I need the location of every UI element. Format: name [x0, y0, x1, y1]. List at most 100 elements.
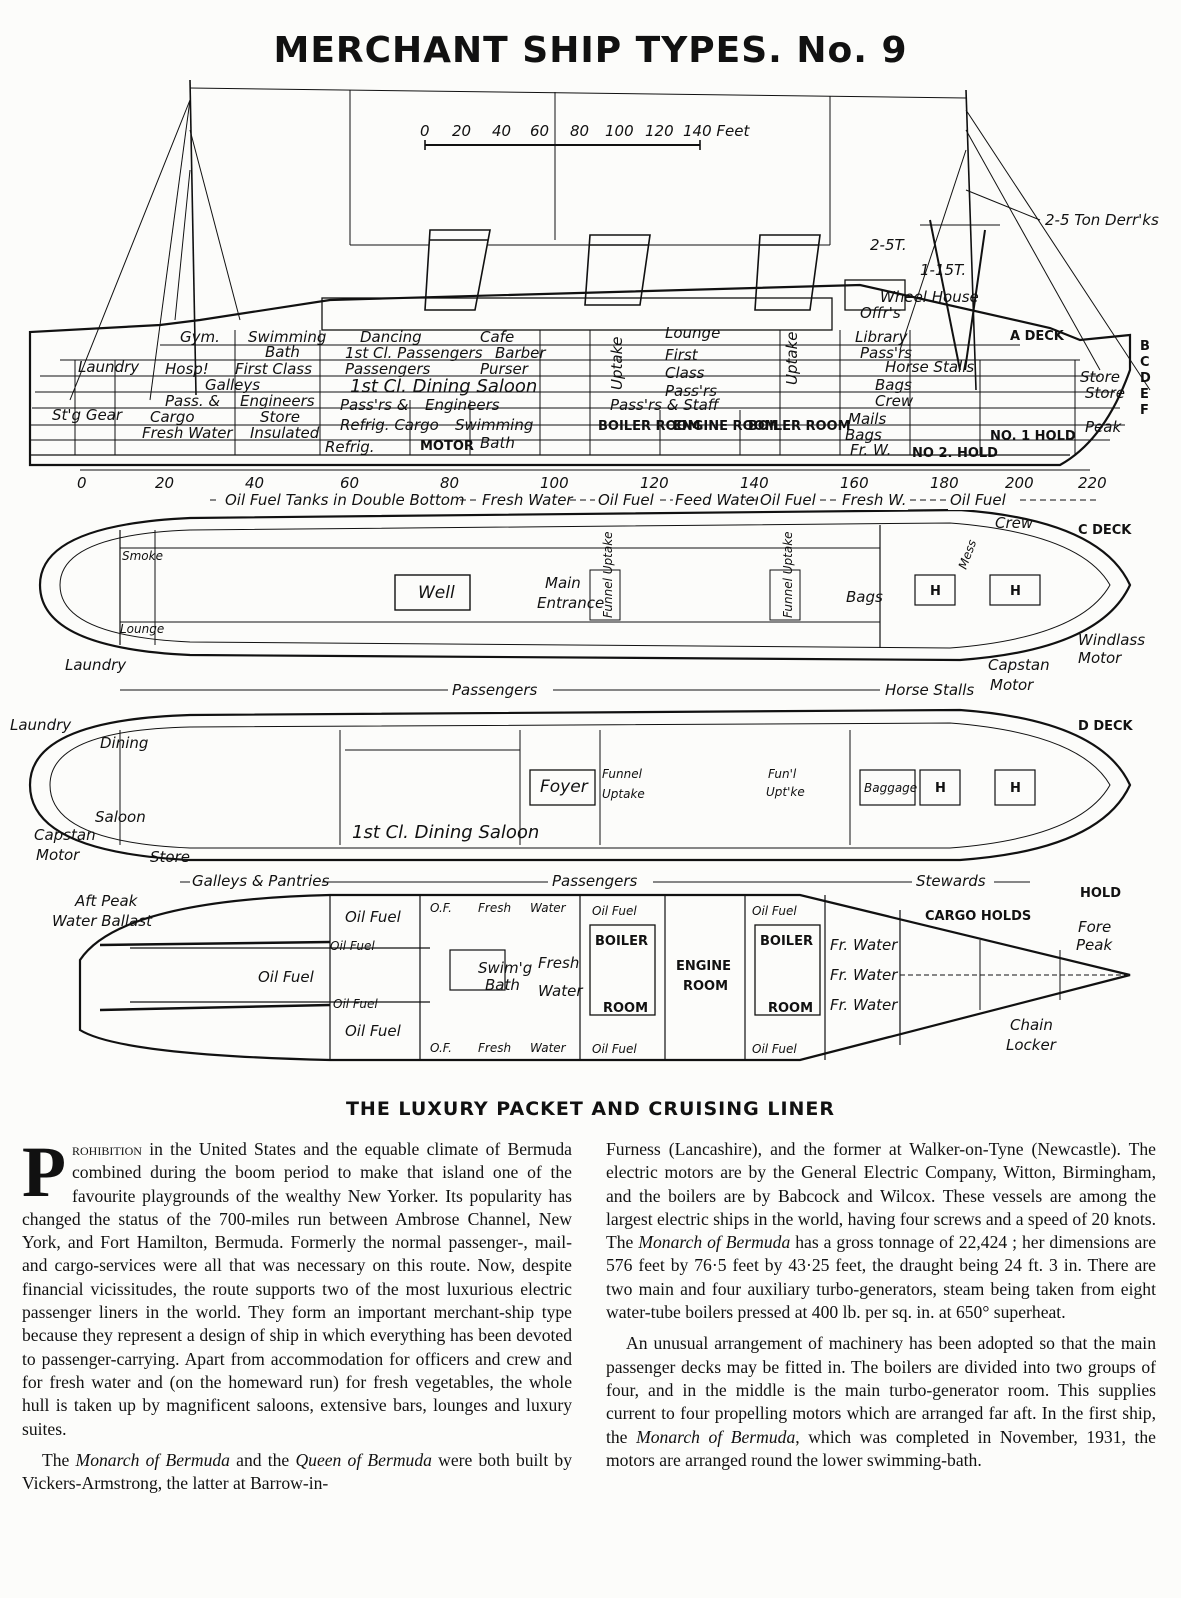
- tank-oil-fuel-2: Oil Fuel: [760, 491, 817, 509]
- c-label-h2: H: [1010, 584, 1021, 599]
- label-no2-hold: NO 2. HOLD: [912, 446, 998, 461]
- tank-oil-fuel-3: Oil Fuel: [950, 491, 1007, 509]
- frame-number: 160: [840, 474, 869, 492]
- fore-mast: [965, 89, 977, 391]
- hold-label-fresh-2: Fresh: [478, 1041, 511, 1055]
- d-deck-outline: [28, 708, 1132, 862]
- hold-label-fresh-1: Fresh: [478, 901, 511, 915]
- c-label-horse-stalls: Horse Stalls: [885, 681, 974, 699]
- hold-label-fore: Fore: [1078, 918, 1111, 936]
- hold-label-of-1: O.F.: [430, 901, 452, 915]
- label-bags-fw: Bags: [845, 426, 882, 444]
- page-title: MERCHANT SHIP TYPES. No. 9: [273, 30, 908, 71]
- funnel-mid: [584, 234, 651, 306]
- label-uptake-1: Uptake: [608, 337, 626, 391]
- label-purser: Purser: [480, 360, 529, 378]
- c-label-h1: H: [930, 584, 941, 599]
- paragraph-text: and the: [229, 1449, 296, 1470]
- label-a-deck: A DECK: [1010, 329, 1065, 344]
- hold-label-oil-fuel-2: Oil Fuel: [330, 939, 375, 953]
- tank-oil-fuel-1: Oil Fuel: [598, 491, 655, 509]
- profile-labels: 2-5 Ton Derr'ks 2-5T. 1-15T. Wheel House…: [52, 211, 1159, 461]
- hold-label-room-2: ROOM: [768, 1001, 813, 1016]
- hold-label-oil-fuel-8: Oil Fuel: [752, 904, 797, 918]
- paragraph-text: , which was completed in November, 1931,…: [606, 1426, 1156, 1470]
- label-1-15-ton: 1-15T.: [920, 261, 966, 279]
- d-label-passengers: Passengers: [552, 872, 638, 890]
- hold-label-fresh-v: Fresh: [538, 954, 579, 972]
- d-label-foyer: Foyer: [540, 777, 589, 797]
- scale-tick: 40: [492, 122, 511, 140]
- label-fresh-water: Fresh Water: [142, 424, 233, 442]
- hold-title: HOLD: [1080, 886, 1121, 901]
- label-bath: Bath: [265, 343, 300, 361]
- hold-label-of-2: O.F.: [430, 1041, 452, 1055]
- c-label-smoke: Smoke: [122, 549, 163, 563]
- c-label-capstan: Capstan: [988, 656, 1050, 674]
- label-laundry: Laundry: [78, 358, 140, 376]
- label-passrs-staff: Pass'rs & Staff: [610, 396, 721, 414]
- hold-label-fr-water-2: Fr. Water: [830, 966, 898, 984]
- drop-cap: P: [22, 1132, 66, 1212]
- label-first-class-passengers: 1st Cl. Passengers: [345, 344, 483, 362]
- label-swimming: Swimming: [248, 328, 326, 346]
- c-label-lounge: Lounge: [120, 622, 164, 636]
- hold-labels: HOLD Aft Peak Water Ballast Oil Fuel Oil…: [52, 886, 1121, 1056]
- ship-plan-svg: 0 20 40 60 80 100 120 140 Feet 2-5 Ton D…: [10, 79, 1159, 1062]
- label-dancing: Dancing: [360, 328, 422, 346]
- funnel-aft: [424, 229, 491, 311]
- frame-number: 180: [930, 474, 959, 492]
- label-engineers-2: Engineers: [425, 396, 500, 414]
- frame-number: 40: [245, 474, 264, 492]
- label-wheel-house: Wheel House: [880, 288, 979, 306]
- tank-oil-fuel-double-bottom: Oil Fuel Tanks in Double Bottom: [225, 491, 465, 509]
- paragraph-text: Furness (Lancashire), and the former at …: [606, 1139, 1156, 1253]
- scale-tick: 100: [605, 122, 634, 140]
- profile-hull: [28, 283, 1132, 467]
- hold-label-oil-fuel-6: Oil Fuel: [592, 904, 637, 918]
- hold-label-bath: Bath: [485, 976, 520, 994]
- tank-fresh-w: Fresh W.: [842, 491, 907, 509]
- scale-tick: 60: [530, 122, 549, 140]
- d-label-funl: Fun'l: [768, 767, 797, 781]
- deck-letter-b: B: [1140, 339, 1150, 354]
- hold-label-oil-fuel-7: Oil Fuel: [592, 1042, 637, 1056]
- hold-outline: [78, 893, 1131, 1062]
- frame-number: 120: [640, 474, 669, 492]
- label-store-e: Store: [1085, 384, 1125, 402]
- label-pass-and: Pass. &: [165, 392, 220, 410]
- hold-label-room-1: ROOM: [603, 1001, 648, 1016]
- label-uptake-2: Uptake: [783, 332, 801, 386]
- label-hosp: Hosp!: [165, 360, 209, 378]
- label-bath-lower: Bath: [480, 434, 515, 452]
- hold-label-oil-fuel-5: Oil Fuel: [345, 1022, 402, 1040]
- paragraph-text: has a gross tonnage of 22,424 ; her dime…: [606, 1232, 1156, 1323]
- frame-number: 140: [740, 474, 769, 492]
- label-mails: Mails: [848, 410, 886, 428]
- hold-label-boiler-2: BOILER: [760, 934, 813, 949]
- label-passrs-c: Pass'rs: [665, 382, 717, 400]
- label-2-5-ton: 2-5T.: [870, 236, 907, 254]
- hold-label-water-ballast: Water Ballast: [52, 912, 153, 930]
- c-label-laundry: Laundry: [65, 656, 127, 674]
- label-swimming-lower: Swimming: [455, 416, 533, 434]
- hold-label-swimg: Swim'g: [478, 959, 532, 977]
- label-cargo: Cargo: [150, 408, 195, 426]
- label-first: First: [665, 346, 699, 364]
- label-passrs-b: Pass'rs: [860, 344, 912, 362]
- label-passengers: Passengers: [345, 360, 431, 378]
- c-label-entrance: Entrance: [537, 594, 604, 612]
- label-refrig: Refrig.: [325, 438, 375, 456]
- d-deck-title: D DECK: [1078, 719, 1134, 734]
- funnel-fore: [754, 234, 821, 311]
- d-label-uptke: Upt'ke: [766, 785, 805, 799]
- ship-name: Monarch of Bermuda: [638, 1232, 791, 1253]
- hold-label-boiler-1: BOILER: [595, 934, 648, 949]
- d-label-store: Store: [150, 848, 190, 866]
- hold-label-oil-fuel-4: Oil Fuel: [333, 997, 378, 1011]
- d-label-dining: Dining: [100, 734, 148, 752]
- d-label-galleys-pantries: Galleys & Pantries: [192, 872, 329, 890]
